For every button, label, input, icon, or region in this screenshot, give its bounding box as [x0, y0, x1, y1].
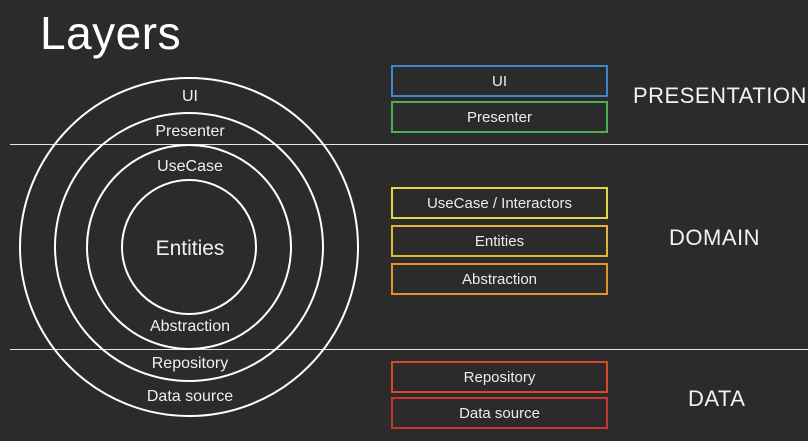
ring-label-data-source: Data source	[147, 388, 233, 405]
core-ring	[121, 179, 257, 315]
presentation-domain-divider	[10, 144, 808, 145]
inner-ring	[86, 144, 292, 350]
ring-label-entities: Entities	[156, 237, 225, 260]
layer-box-label: Presenter	[466, 108, 533, 126]
layer-box-label: Entities	[474, 232, 525, 250]
layer-box-presenter: Presenter	[391, 101, 608, 133]
ring-label-repository: Repository	[152, 355, 228, 372]
layer-box-label: Data source	[459, 404, 540, 422]
layer-box-repository: Repository	[391, 361, 608, 393]
layer-box-ui: UI	[391, 65, 608, 97]
layer-box-label: UI	[492, 72, 507, 90]
layer-box-entities: Entities	[391, 225, 608, 257]
group-label-data: DATA	[688, 386, 746, 411]
middle-ring	[54, 112, 324, 382]
group-label-domain: DOMAIN	[669, 225, 760, 250]
slide-title: Layers	[40, 7, 182, 59]
group-label-presentation: PRESENTATION	[633, 83, 807, 108]
ring-label-ui: UI	[182, 88, 198, 105]
layer-box-data-source: Data source	[391, 397, 608, 429]
ring-label-abstraction: Abstraction	[150, 318, 230, 335]
layer-box-label: Repository	[463, 368, 536, 386]
layer-box-label: Abstraction	[461, 270, 538, 288]
layer-box-label: UseCase / Interactors	[426, 194, 573, 212]
layer-box-usecase-interactors: UseCase / Interactors	[391, 187, 608, 219]
domain-data-divider	[10, 349, 808, 350]
layer-box-abstraction: Abstraction	[391, 263, 608, 295]
ring-label-presenter: Presenter	[155, 123, 225, 140]
ring-label-usecase: UseCase	[157, 158, 223, 175]
outer-ring	[19, 77, 359, 417]
